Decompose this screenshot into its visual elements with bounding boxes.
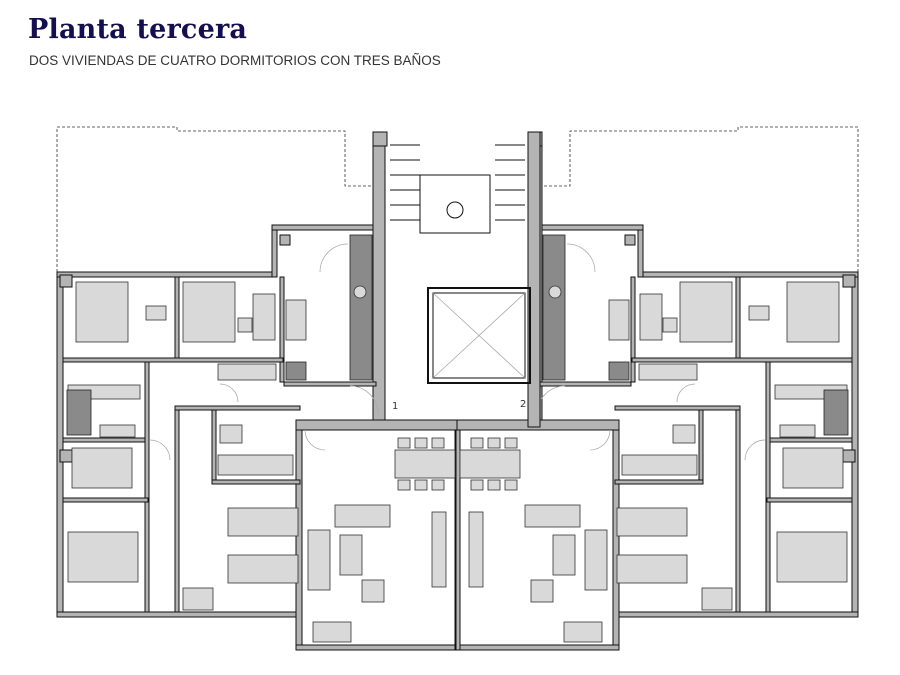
- unit-label-2: 2: [520, 399, 526, 410]
- page-subtitle: DOS VIVIENDAS DE CUATRO DORMITORIOS CON …: [29, 53, 441, 68]
- elevator-icon: [446, 201, 464, 219]
- elevator: [419, 174, 491, 234]
- unit-label-1: 1: [392, 401, 398, 412]
- unit-right: [455, 126, 859, 651]
- page-title: Planta tercera: [28, 14, 248, 45]
- unit-left: [56, 126, 460, 651]
- light-well: [427, 287, 531, 384]
